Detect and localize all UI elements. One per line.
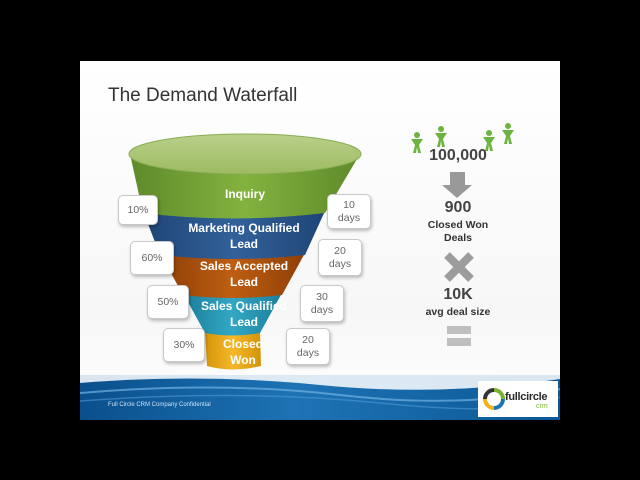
- multiply-icon: [444, 252, 474, 282]
- conversion-rate-callout: 50%: [147, 285, 189, 319]
- arrow-down-icon: [442, 172, 472, 198]
- conversion-rate-callout: 10%: [118, 195, 158, 225]
- people-icon: [411, 123, 514, 153]
- company-logo: [478, 381, 558, 417]
- conversion-rate-callout: 60%: [130, 241, 174, 275]
- logo-circle-icon: [483, 388, 505, 410]
- deal-size-label: avg deal size: [425, 306, 491, 318]
- funnel-graphic: [128, 123, 514, 370]
- inquiries-count: 100,000: [429, 147, 487, 164]
- slide-title: The Demand Waterfall: [108, 85, 298, 106]
- funnel-top-rim: [128, 133, 362, 175]
- stage-label-sql: Sales Qualified Lead: [200, 299, 288, 329]
- funnel-stage-sal: [160, 253, 305, 298]
- funnel-stage-sql: [183, 293, 282, 336]
- logo-subtext: crm: [536, 403, 548, 410]
- confidential-notice: Full Circle CRM Company Confidential: [108, 402, 211, 408]
- closed-won-count: 900: [444, 199, 472, 216]
- funnel-stage-mql: [143, 211, 325, 259]
- duration-callout: 10 days: [327, 194, 371, 229]
- deal-size-value: 10K: [443, 286, 473, 303]
- stage-label-closed-won: Closed Won: [222, 337, 263, 367]
- logo-text: fullcircle: [505, 391, 548, 403]
- equals-icon: [447, 326, 471, 346]
- stage-label-inquiry: Inquiry: [224, 187, 265, 201]
- duration-callout: 20 days: [286, 328, 330, 365]
- stage-label-mql: Marketing Qualified Lead: [188, 221, 300, 251]
- closed-won-label: Closed Won Deals: [427, 219, 489, 244]
- duration-callout: 30 days: [300, 285, 344, 322]
- stage-label-sal: Sales Accepted Lead: [199, 259, 289, 289]
- duration-callout: 20 days: [318, 239, 362, 276]
- slide: The Demand Waterfall: [80, 61, 560, 420]
- conversion-rate-callout: 30%: [163, 328, 205, 362]
- funnel-stage-closed-won: [205, 331, 261, 370]
